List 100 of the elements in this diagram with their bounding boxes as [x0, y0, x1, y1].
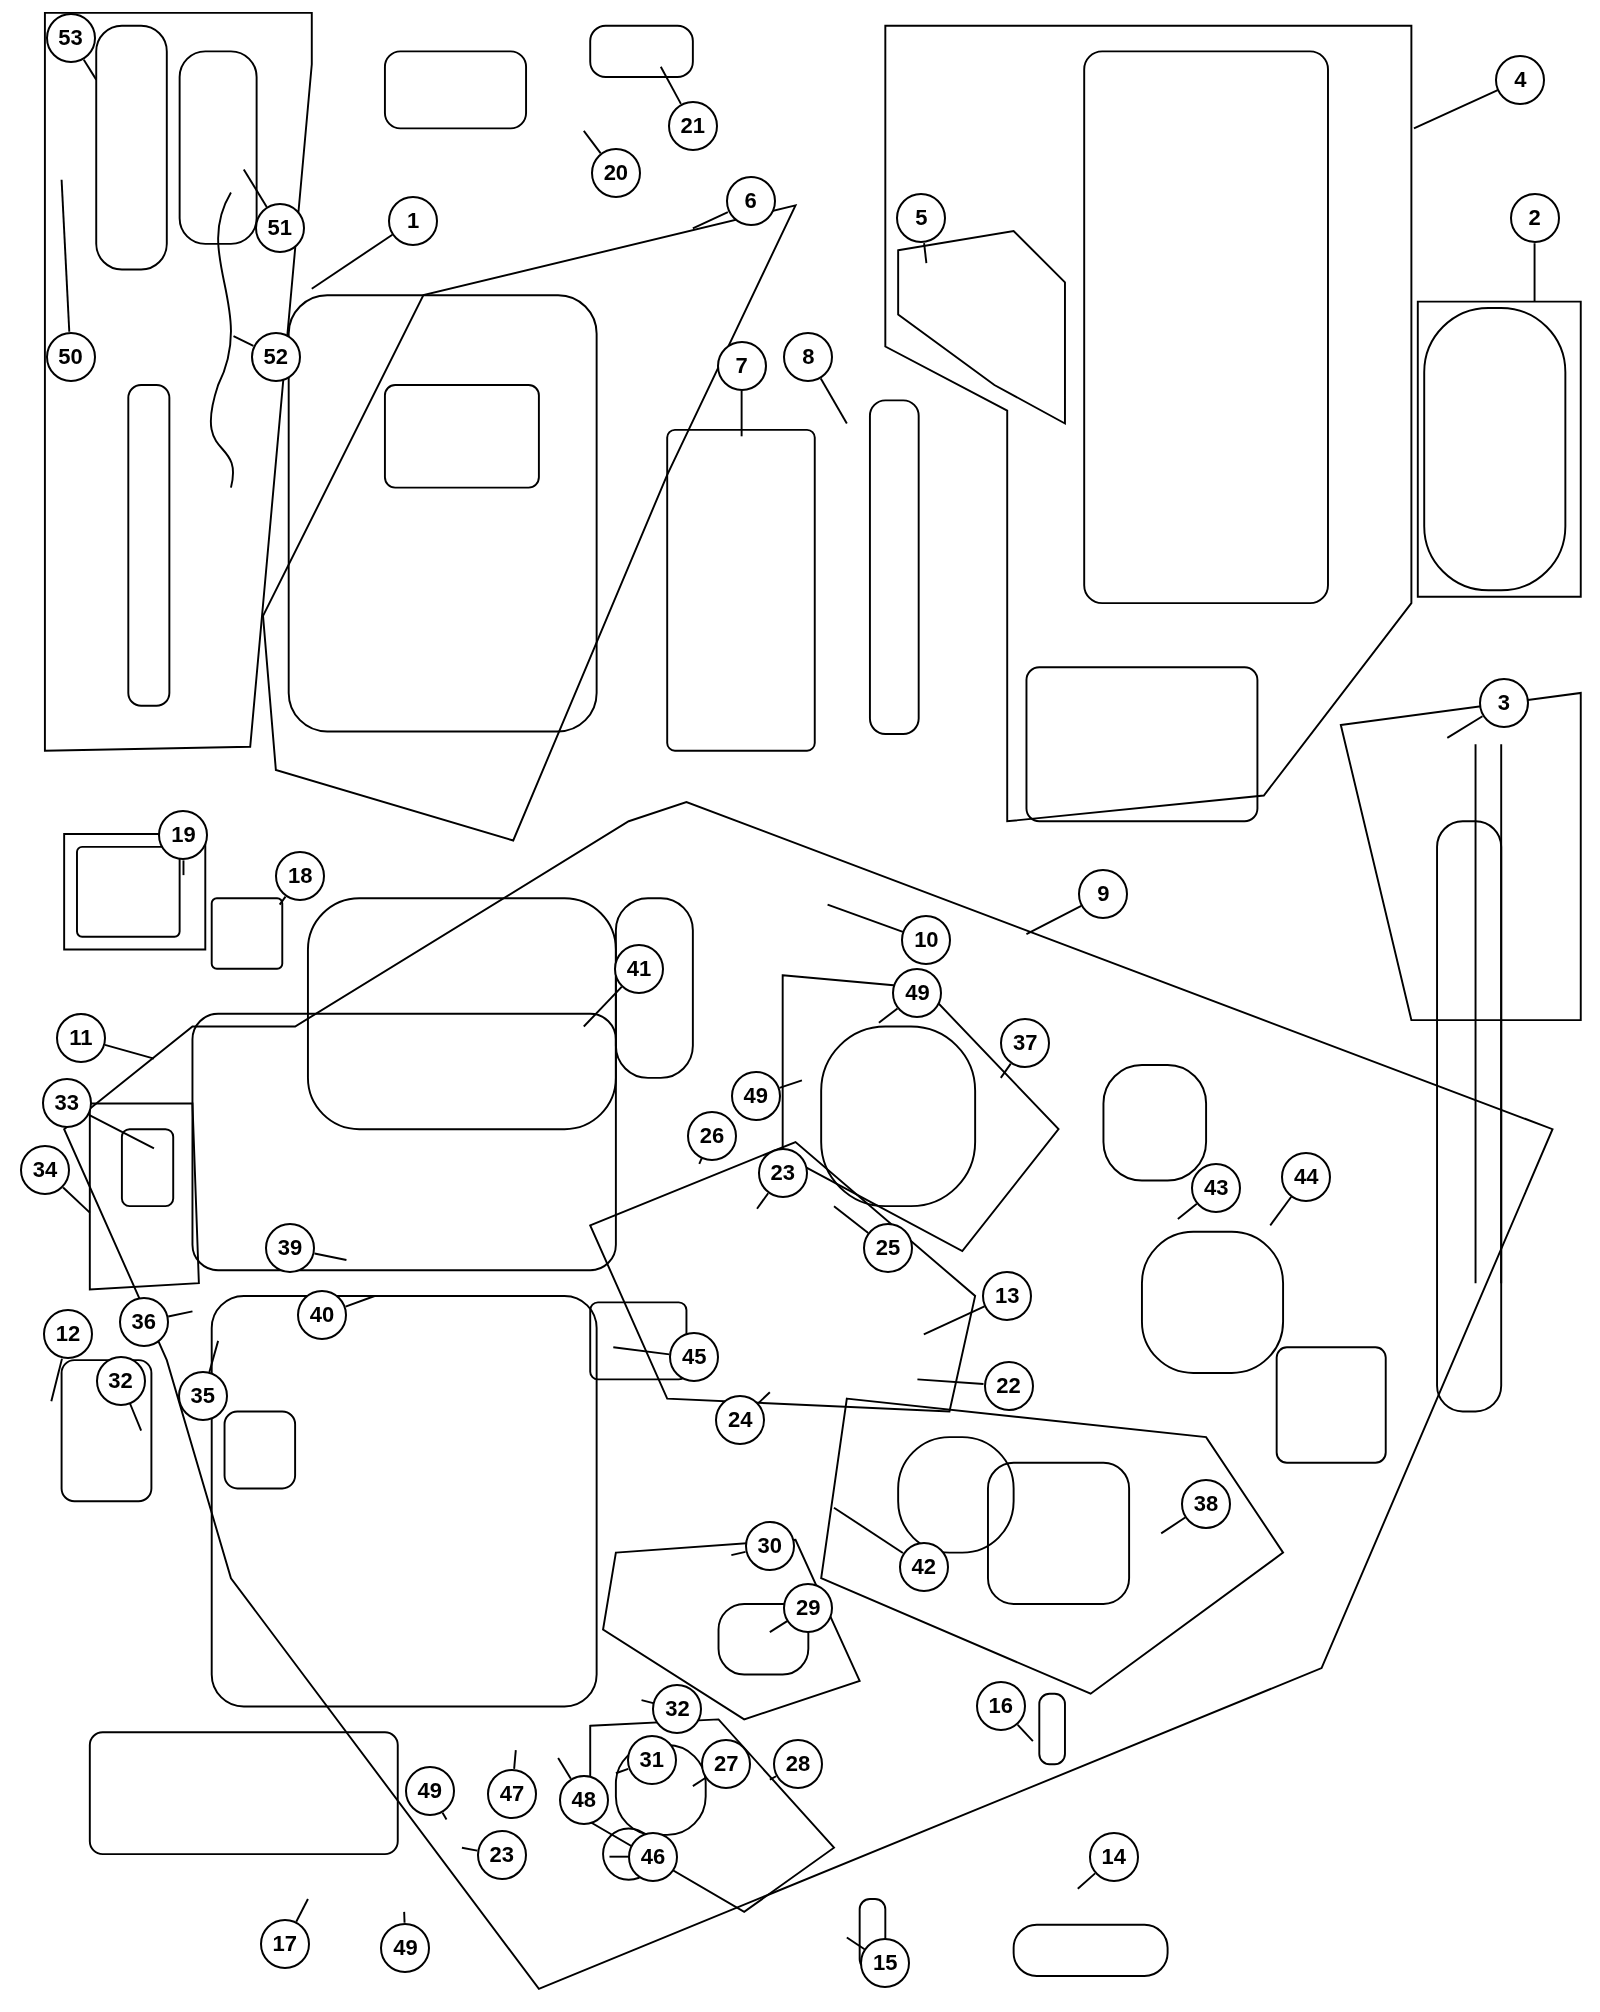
- callout-number: 15: [860, 1938, 911, 1989]
- leader-line: [310, 233, 394, 290]
- callout-number: 49: [380, 1922, 431, 1973]
- leader-line: [819, 377, 848, 425]
- leader-line: [50, 1357, 63, 1403]
- leader-line: [1076, 1872, 1097, 1890]
- leader-line: [1016, 1723, 1034, 1743]
- callout-number: 16: [975, 1681, 1026, 1732]
- leader-line: [1413, 89, 1499, 130]
- callout-number: 50: [45, 331, 96, 382]
- callout-number: 14: [1088, 1831, 1139, 1882]
- leader-line: [659, 65, 682, 105]
- leader-line: [313, 1252, 348, 1261]
- callout-number: 37: [1000, 1018, 1051, 1069]
- callout-number: 27: [701, 1739, 752, 1790]
- callout-number: 53: [45, 13, 96, 64]
- leader-line: [403, 1910, 406, 1924]
- leader-line: [833, 1506, 904, 1554]
- leader-line: [757, 1391, 771, 1405]
- leader-line: [1533, 242, 1536, 303]
- leader-line: [691, 1777, 707, 1788]
- callout-number: 45: [669, 1332, 720, 1383]
- callout-number: 23: [757, 1147, 808, 1198]
- leader-line: [778, 1079, 803, 1089]
- leader-line: [582, 130, 602, 155]
- callout-number: 32: [95, 1355, 146, 1406]
- callout-number: 5: [896, 193, 947, 244]
- leader-line: [62, 1186, 91, 1214]
- callout-number: 6: [725, 176, 776, 227]
- leader-line: [1446, 715, 1484, 739]
- callout-number: 31: [626, 1735, 677, 1786]
- callout-number: 43: [1191, 1163, 1242, 1214]
- leader-line: [82, 58, 98, 81]
- callout-number: 1: [388, 195, 439, 246]
- callout-number: 22: [983, 1360, 1034, 1411]
- callout-number: 49: [730, 1070, 781, 1121]
- leader-line: [87, 1113, 155, 1150]
- leader-line: [740, 389, 743, 438]
- callout-number: 18: [275, 851, 326, 902]
- callout-number: 12: [43, 1309, 93, 1360]
- callout-number: 29: [783, 1582, 834, 1633]
- leader-line: [208, 1339, 220, 1373]
- callout-number: 47: [486, 1768, 537, 1819]
- callout-number: 49: [404, 1766, 455, 1817]
- callout-number: 17: [259, 1918, 310, 1969]
- callout-number: 41: [613, 943, 664, 994]
- callout-number: 21: [667, 100, 718, 151]
- callout-number: 34: [19, 1145, 70, 1196]
- leader-line: [612, 1346, 671, 1356]
- leader-line: [242, 168, 268, 208]
- callout-number: 39: [264, 1223, 315, 1274]
- leader-line: [60, 178, 71, 333]
- callout-number: 51: [254, 203, 305, 254]
- leader-line: [344, 1295, 376, 1308]
- leader-line: [513, 1749, 517, 1770]
- leader-line: [104, 1043, 155, 1060]
- leader-line: [640, 1699, 655, 1705]
- callout-number: 19: [158, 810, 209, 861]
- callout-number: 46: [628, 1831, 679, 1882]
- leader-line: [833, 1205, 870, 1235]
- callout-number: 35: [177, 1371, 228, 1421]
- leader-line: [441, 1811, 448, 1821]
- leader-line: [1025, 904, 1083, 936]
- callout-number: 3: [1478, 678, 1529, 729]
- leader-line: [614, 1767, 630, 1775]
- leader-line: [999, 1062, 1012, 1079]
- callout-number: 25: [862, 1223, 913, 1274]
- callout-number: 20: [590, 148, 641, 199]
- callout-number: 28: [773, 1739, 824, 1790]
- callout-number: 2: [1509, 193, 1560, 244]
- callout-number: 38: [1181, 1478, 1232, 1529]
- callout-number: 30: [744, 1521, 795, 1572]
- leader-line: [460, 1846, 479, 1852]
- leader-line: [923, 242, 928, 265]
- callout-number: 7: [716, 340, 767, 391]
- leader-line: [608, 1855, 630, 1858]
- leader-line: [916, 1378, 985, 1385]
- callout-number: 44: [1281, 1151, 1332, 1202]
- leader-line: [730, 1550, 747, 1557]
- leader-line: [877, 1007, 899, 1024]
- callout-number: 52: [250, 331, 301, 382]
- callout-number: 11: [55, 1013, 106, 1063]
- leader-line: [557, 1756, 572, 1780]
- leader-line: [691, 211, 729, 230]
- leader-line: [129, 1402, 143, 1432]
- leader-line: [232, 335, 255, 347]
- callout-number: 10: [901, 915, 952, 966]
- callout-number: 26: [687, 1110, 738, 1161]
- leader-line: [278, 895, 287, 906]
- leader-line: [826, 903, 904, 933]
- callout-number: 9: [1078, 869, 1129, 920]
- leader-line: [1176, 1202, 1198, 1220]
- leader-line: [1269, 1195, 1293, 1227]
- callout-number: 23: [476, 1830, 527, 1881]
- callout-number: 24: [715, 1395, 766, 1446]
- callout-number: 40: [297, 1290, 348, 1341]
- callout-number: 8: [783, 331, 834, 382]
- callout-number: 48: [558, 1775, 609, 1826]
- leader-line: [295, 1898, 309, 1923]
- leader-line: [768, 1620, 789, 1634]
